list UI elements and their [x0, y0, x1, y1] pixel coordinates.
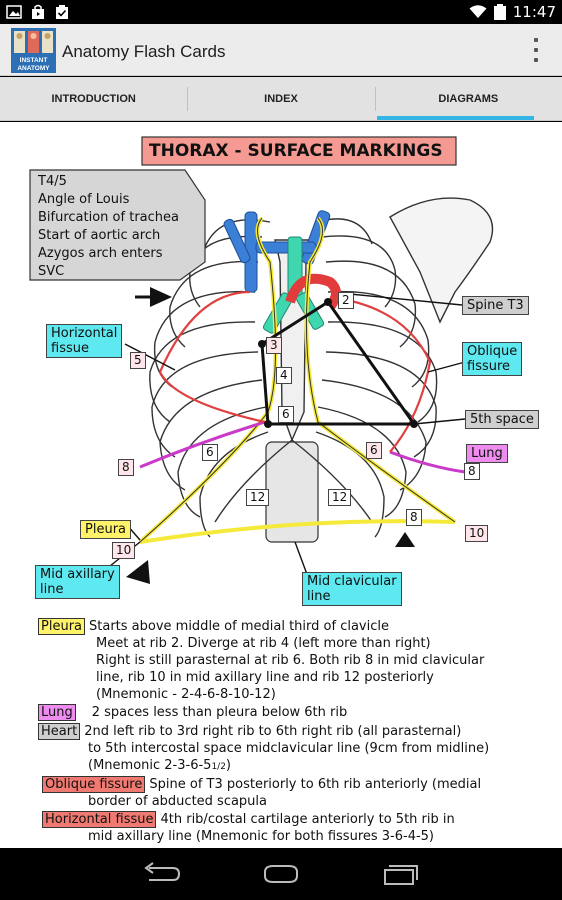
pleura-line-3: Right is still parasternal at rib 6. Bot… — [96, 653, 485, 668]
status-bar: 11:47 — [0, 0, 562, 24]
battery-icon — [493, 4, 506, 20]
diagram-title: THORAX - SURFACE MARKINGS — [149, 141, 443, 161]
status-time: 11:47 — [512, 3, 556, 21]
home-icon[interactable] — [261, 862, 301, 886]
horizontal-fissue-label: Horizontal fissue — [46, 324, 123, 358]
tab-bar: INTRODUCTION INDEX DIAGRAMS — [0, 77, 562, 121]
rib-number-8-mid: 8 — [406, 509, 422, 526]
oblique-fissure-label-line-1: Oblique — [467, 344, 518, 359]
t45-line-6: SVC — [38, 264, 65, 279]
rib-number-2: 2 — [338, 292, 354, 309]
horizontal-line-1: 4th rib/costal cartilage anteriorly to 5… — [160, 812, 455, 827]
rib-number-12-left: 12 — [246, 489, 270, 506]
oblique-fissure-label: Oblique fissure — [462, 342, 523, 376]
tab-diagrams[interactable]: DIAGRAMS — [374, 77, 562, 120]
mid-clavicular-label-line-1: Mid clavicular — [307, 574, 397, 589]
rib-number-5: 5 — [130, 352, 146, 369]
pleura-line-1: Starts above middle of medial third of c… — [89, 619, 389, 634]
thorax-illustration — [29, 136, 494, 584]
rib-number-6-left: 6 — [202, 444, 218, 461]
image-notification-icon — [6, 5, 22, 19]
app-logo-text-1: INSTANT — [20, 57, 48, 64]
app-title: Anatomy Flash Cards — [62, 42, 226, 61]
diagram-content: THORAX - SURFACE MARKINGS T4/5 Angle of … — [0, 122, 562, 848]
heart-line-3: (Mnemonic 2-3-6-5 — [88, 758, 212, 773]
overflow-menu-icon[interactable] — [532, 38, 540, 62]
pleura-label: Pleura — [80, 520, 131, 539]
heart-fraction: 1/2 — [211, 762, 226, 772]
heart-line-1: 2nd left rib to 3rd right rib to 6th rig… — [84, 724, 462, 739]
rib-number-12-right: 12 — [328, 489, 352, 506]
tab-introduction[interactable]: INTRODUCTION — [51, 92, 136, 105]
rib-number-10-right: 10 — [465, 525, 489, 542]
lung-tag: Lung — [38, 704, 76, 721]
rib-number-6-sternal: 6 — [278, 406, 294, 423]
store-notification-icon — [32, 4, 44, 19]
mid-clavicular-label: Mid clavicular line — [302, 572, 402, 606]
back-icon[interactable] — [141, 862, 181, 886]
action-bar — [0, 24, 562, 76]
fifth-space-label: 5th space — [465, 410, 539, 429]
horizontal-fissue-label-line-1: Horizontal — [51, 326, 118, 341]
t45-line-5: Azygos arch enters — [38, 246, 163, 261]
download-done-icon — [56, 5, 68, 19]
pleura-line-2: Meet at rib 2. Diverge at rib 4 (left mo… — [96, 636, 431, 651]
app-logo[interactable]: INSTANT ANATOMY — [11, 28, 56, 73]
horizontal-fissue-label-line-2: fissue — [51, 341, 89, 356]
lung-label: Lung — [466, 444, 508, 463]
heart-line-3-close: ) — [225, 758, 231, 773]
mid-clavicular-label-line-2: line — [307, 589, 331, 604]
t45-line-4: Start of aortic arch — [38, 228, 161, 243]
rib-number-6-right: 6 — [366, 442, 382, 459]
pleura-line-4: line, rib 10 in mid axillary line and ri… — [96, 670, 434, 685]
t45-line-2: Angle of Louis — [38, 192, 130, 207]
lung-line: 2 spaces less than pleura below 6th rib — [91, 705, 348, 720]
mid-axillary-label-line-2: line — [40, 582, 64, 597]
horizontal-fissue-tag: Horizontal fissue — [42, 811, 157, 828]
t45-line-1: T4/5 — [38, 174, 67, 189]
rib-number-4: 4 — [276, 367, 292, 384]
rib-number-8-left: 8 — [118, 459, 134, 476]
heart-line-2: to 5th intercostal space midclavicular l… — [88, 741, 490, 756]
app-logo-text-2: ANATOMY — [17, 65, 50, 72]
pleura-tag: Pleura — [38, 618, 85, 635]
heart-tag: Heart — [38, 723, 81, 740]
rib-number-3: 3 — [266, 337, 282, 354]
spine-t3-label: Spine T3 — [462, 296, 529, 315]
oblique-line-1: Spine of T3 posteriorly to 6th rib anter… — [149, 777, 482, 792]
oblique-fissure-label-line-2: fissure — [467, 359, 511, 374]
oblique-line-2: border of abducted scapula — [88, 794, 268, 809]
recent-apps-icon[interactable] — [381, 862, 421, 886]
oblique-fissure-tag: Oblique fissure — [42, 776, 146, 793]
tab-index[interactable]: INDEX — [187, 77, 374, 120]
mid-axillary-label: Mid axillary line — [35, 565, 120, 599]
navigation-bar — [0, 848, 562, 900]
rib-number-8-right: 8 — [464, 463, 480, 480]
horizontal-line-2: mid axillary line (Mnemonic for both fis… — [88, 829, 435, 844]
t45-line-3: Bifurcation of trachea — [38, 210, 179, 225]
rib-number-10-left: 10 — [112, 542, 136, 559]
pleura-line-5: (Mnemonic - 2-4-6-8-10-12) — [96, 687, 276, 702]
wifi-icon — [469, 5, 487, 18]
mid-axillary-label-line-1: Mid axillary — [40, 567, 115, 582]
